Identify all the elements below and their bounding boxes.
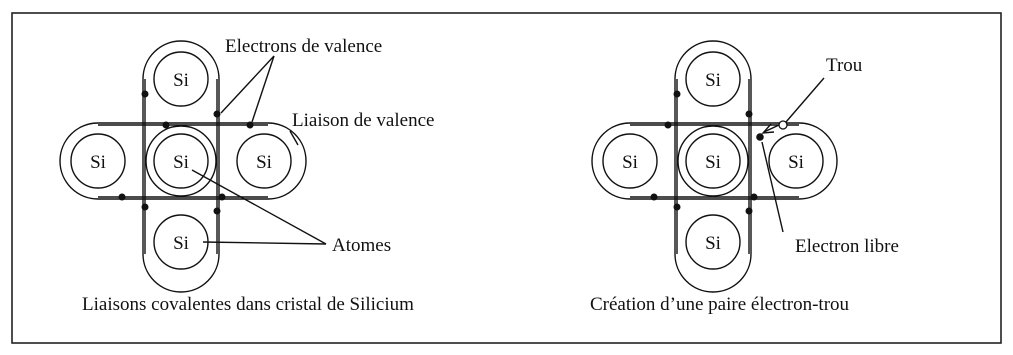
electron-libre-label: Electron libre (795, 236, 899, 257)
electron-dot (218, 193, 226, 201)
figure-frame (11, 12, 1002, 344)
atom-bottom: Si (153, 214, 209, 270)
right-caption: Création d’une paire électron-trou (590, 294, 850, 315)
electron-dot (745, 110, 753, 118)
trou-label: Trou (826, 55, 863, 76)
free-electron-dot (756, 133, 764, 141)
leader-line (202, 241, 327, 245)
atom-bottom: Si (685, 214, 741, 270)
right-diagram: Si Si Si Si Si (590, 40, 899, 315)
hole-marker (778, 120, 788, 130)
leader-line (785, 77, 825, 123)
electron-dot (141, 203, 149, 211)
electron-dot (141, 90, 149, 98)
leader-line (220, 55, 275, 114)
electron-dot (118, 193, 126, 201)
atom-left: Si (602, 133, 658, 189)
atom-label: Si (788, 152, 804, 173)
liaison-valence-label: Liaison de valence (292, 110, 434, 131)
atom-center: Si (145, 125, 217, 197)
electron-dot (246, 121, 254, 129)
electron-dot (213, 207, 221, 215)
hole-arrow (763, 124, 780, 133)
atom-left: Si (70, 133, 126, 189)
left-caption: Liaisons covalentes dans cristal de Sili… (82, 294, 414, 315)
atom-label: Si (173, 233, 189, 254)
leader-line (251, 55, 275, 123)
atom-right: Si (768, 133, 824, 189)
bond-horizontal (591, 122, 838, 200)
atom-label: Si (173, 70, 189, 91)
atomes-label: Atomes (332, 235, 391, 256)
electron-dot (650, 193, 658, 201)
electron-dot (750, 193, 758, 201)
atom-label: Si (705, 152, 721, 173)
bond-vertical (674, 40, 752, 293)
electron-dot (745, 207, 753, 215)
atom-label: Si (256, 152, 272, 173)
electron-dot (213, 110, 221, 118)
bond-vertical (142, 40, 220, 293)
atom-label: Si (705, 233, 721, 254)
atom-label: Si (90, 152, 106, 173)
atom-center: Si (677, 125, 749, 197)
electron-dot (664, 121, 672, 129)
leader-line (289, 130, 299, 146)
electron-dot (162, 121, 170, 129)
atom-top: Si (153, 51, 209, 107)
atom-label: Si (173, 152, 189, 173)
electrons-valence-label: Electrons de valence (225, 36, 382, 57)
bond-horizontal (59, 122, 307, 200)
electron-dot (673, 90, 681, 98)
atom-right: Si (236, 133, 292, 189)
arrow-head (761, 123, 775, 134)
atom-label: Si (622, 152, 638, 173)
atom-top: Si (685, 51, 741, 107)
left-diagram: Si Si Si Si Si (59, 36, 434, 315)
leader-line (761, 141, 784, 233)
leader-line (191, 169, 327, 245)
electron-dot (673, 203, 681, 211)
atom-label: Si (705, 70, 721, 91)
